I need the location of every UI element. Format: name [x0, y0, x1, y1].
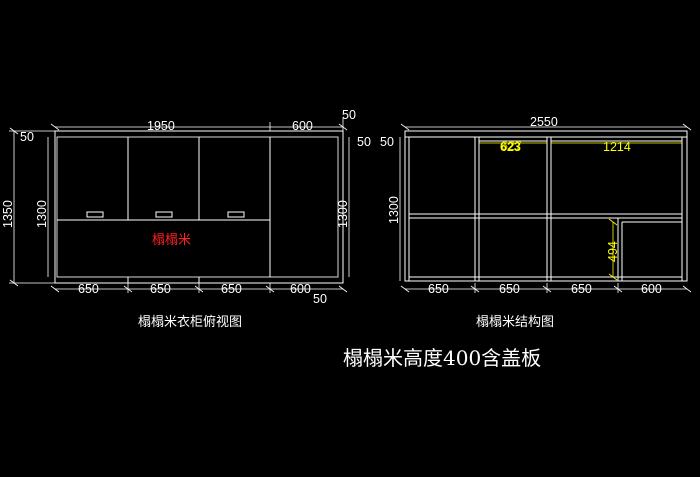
left-dim-top-total: 1950: [147, 119, 175, 133]
left-view-caption: 榻榻米衣柜俯视图: [138, 314, 242, 330]
door-handle-1: [86, 211, 104, 218]
left-dim-top-right: 600: [292, 119, 313, 133]
left-dim-bottom-right-50: 50: [313, 292, 327, 306]
right-dimension-lines: [399, 123, 692, 293]
door-handle-3: [227, 211, 245, 218]
right-dim-bottom-3: 650: [571, 282, 592, 296]
right-dim-left-50: 50: [380, 135, 394, 149]
left-dim-bottom-1: 650: [78, 282, 99, 296]
left-dim-bottom-2: 650: [150, 282, 171, 296]
right-dimension-texts: 2550 50 1300 623 627 1214 494 650 650 65…: [380, 115, 662, 330]
left-inner-body: [56, 136, 339, 278]
right-dim-cell-627: 627: [501, 139, 522, 153]
right-dim-bottom-2: 650: [499, 282, 520, 296]
door-handle-2: [155, 211, 173, 218]
right-dim-cell-494: 494: [606, 241, 620, 262]
right-dim-cell-623: 623: [500, 140, 521, 154]
right-dim-bottom-1: 650: [428, 282, 449, 296]
right-view-caption: 榻榻米结构图: [476, 315, 554, 330]
left-dimension-texts: 1950 600 50 50 50 1350 1300 1300 650 650…: [1, 108, 371, 330]
left-dim-overall-height: 1350: [1, 200, 15, 228]
left-dim-inner-height-left: 1300: [35, 200, 49, 228]
right-dim-cell-1214: 1214: [603, 140, 631, 154]
footer-title: 榻榻米高度400含盖板: [343, 346, 541, 370]
left-dim-left-50: 50: [20, 130, 34, 144]
left-dim-bottom-4: 600: [290, 282, 311, 296]
right-view: [404, 130, 688, 282]
right-dim-top-total: 2550: [530, 115, 558, 129]
right-outer-frame: [404, 130, 688, 282]
right-dim-bottom-4: 600: [641, 282, 662, 296]
left-dimension-lines: [9, 118, 350, 293]
left-dim-bottom-3: 650: [221, 282, 242, 296]
left-view: [54, 130, 344, 284]
left-dim-right-50: 50: [357, 135, 371, 149]
right-dim-left-height: 1300: [387, 196, 401, 224]
left-dim-corner-50: 50: [342, 108, 356, 122]
left-center-label: 榻榻米: [152, 233, 191, 248]
left-dim-inner-height-right: 1300: [336, 200, 350, 228]
right-yellow-dim-lines: [479, 142, 682, 281]
